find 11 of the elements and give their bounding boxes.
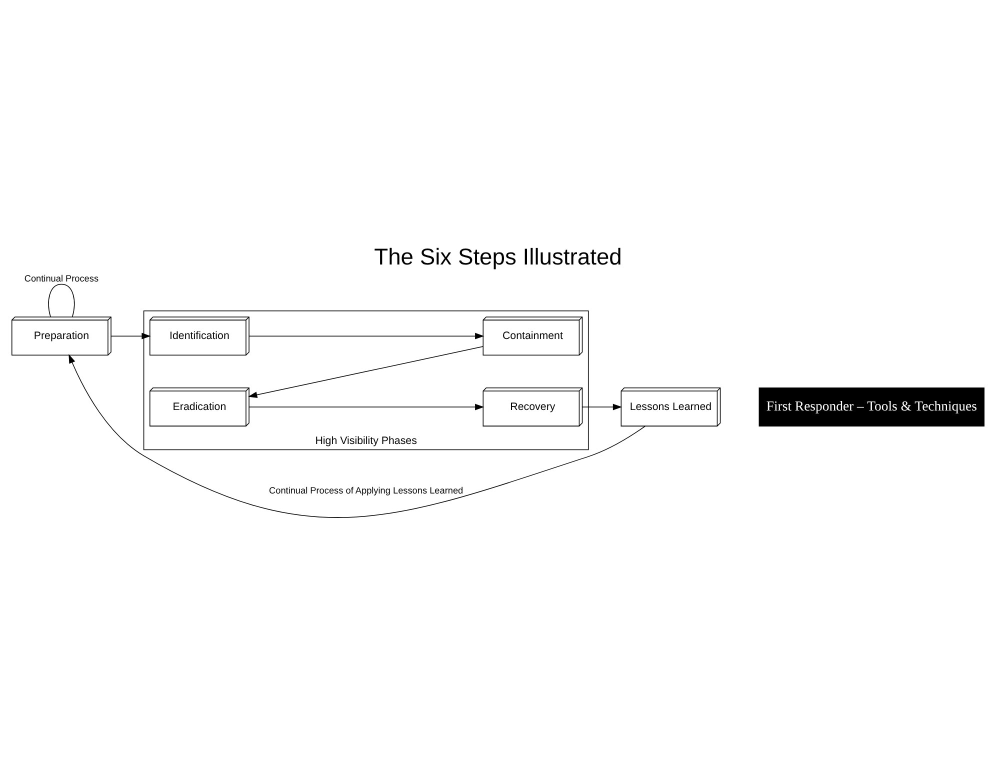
diagram-title: The Six Steps Illustrated [374,243,622,270]
caption: First Responder – Tools & Techniques [766,398,977,414]
arrow [248,332,484,340]
arrow [248,404,484,410]
arrow [68,354,646,518]
edge-label: Continual Process of Applying Lessons Learned [269,486,464,496]
arrow [248,346,484,398]
connector [48,284,75,318]
edge-label: Continual Process [24,274,99,284]
arrow [110,332,151,340]
arrow [582,404,622,410]
